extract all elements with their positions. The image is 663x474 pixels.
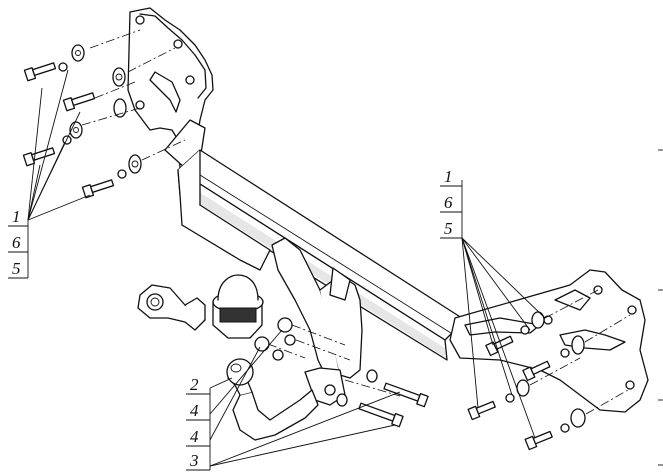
ball-mount-bracket (271, 237, 363, 406)
callout-ball-label-4a: 4 (190, 401, 199, 420)
tow-ball-cover-cap (212, 274, 264, 339)
callout-ball-label-3: 3 (189, 451, 199, 470)
right-fastener-set (467, 289, 631, 451)
callout-ball-label-4b: 4 (190, 427, 199, 446)
callout-left-label-6: 6 (12, 233, 21, 252)
callout-right-label-5: 5 (444, 219, 453, 238)
callout-left-label-1: 1 (12, 207, 21, 226)
callout-right-label-6: 6 (444, 193, 453, 212)
callout-left: 1 6 5 (8, 69, 91, 279)
callout-right-label-1: 1 (444, 167, 453, 186)
centre-fastener-set (254, 317, 429, 428)
socket-plate-bracket (137, 284, 206, 331)
callout-ball-label-2: 2 (190, 375, 199, 394)
callout-ball: 2 4 4 3 (186, 329, 401, 471)
tow-ball-neck (226, 358, 319, 441)
left-mounting-bracket (127, 7, 214, 171)
callout-left-label-5: 5 (12, 259, 21, 278)
main-crossbar-tube (177, 149, 466, 361)
left-fastener-set (22, 29, 186, 199)
callout-right: 1 6 5 (440, 167, 546, 439)
right-mounting-bracket (449, 269, 649, 413)
